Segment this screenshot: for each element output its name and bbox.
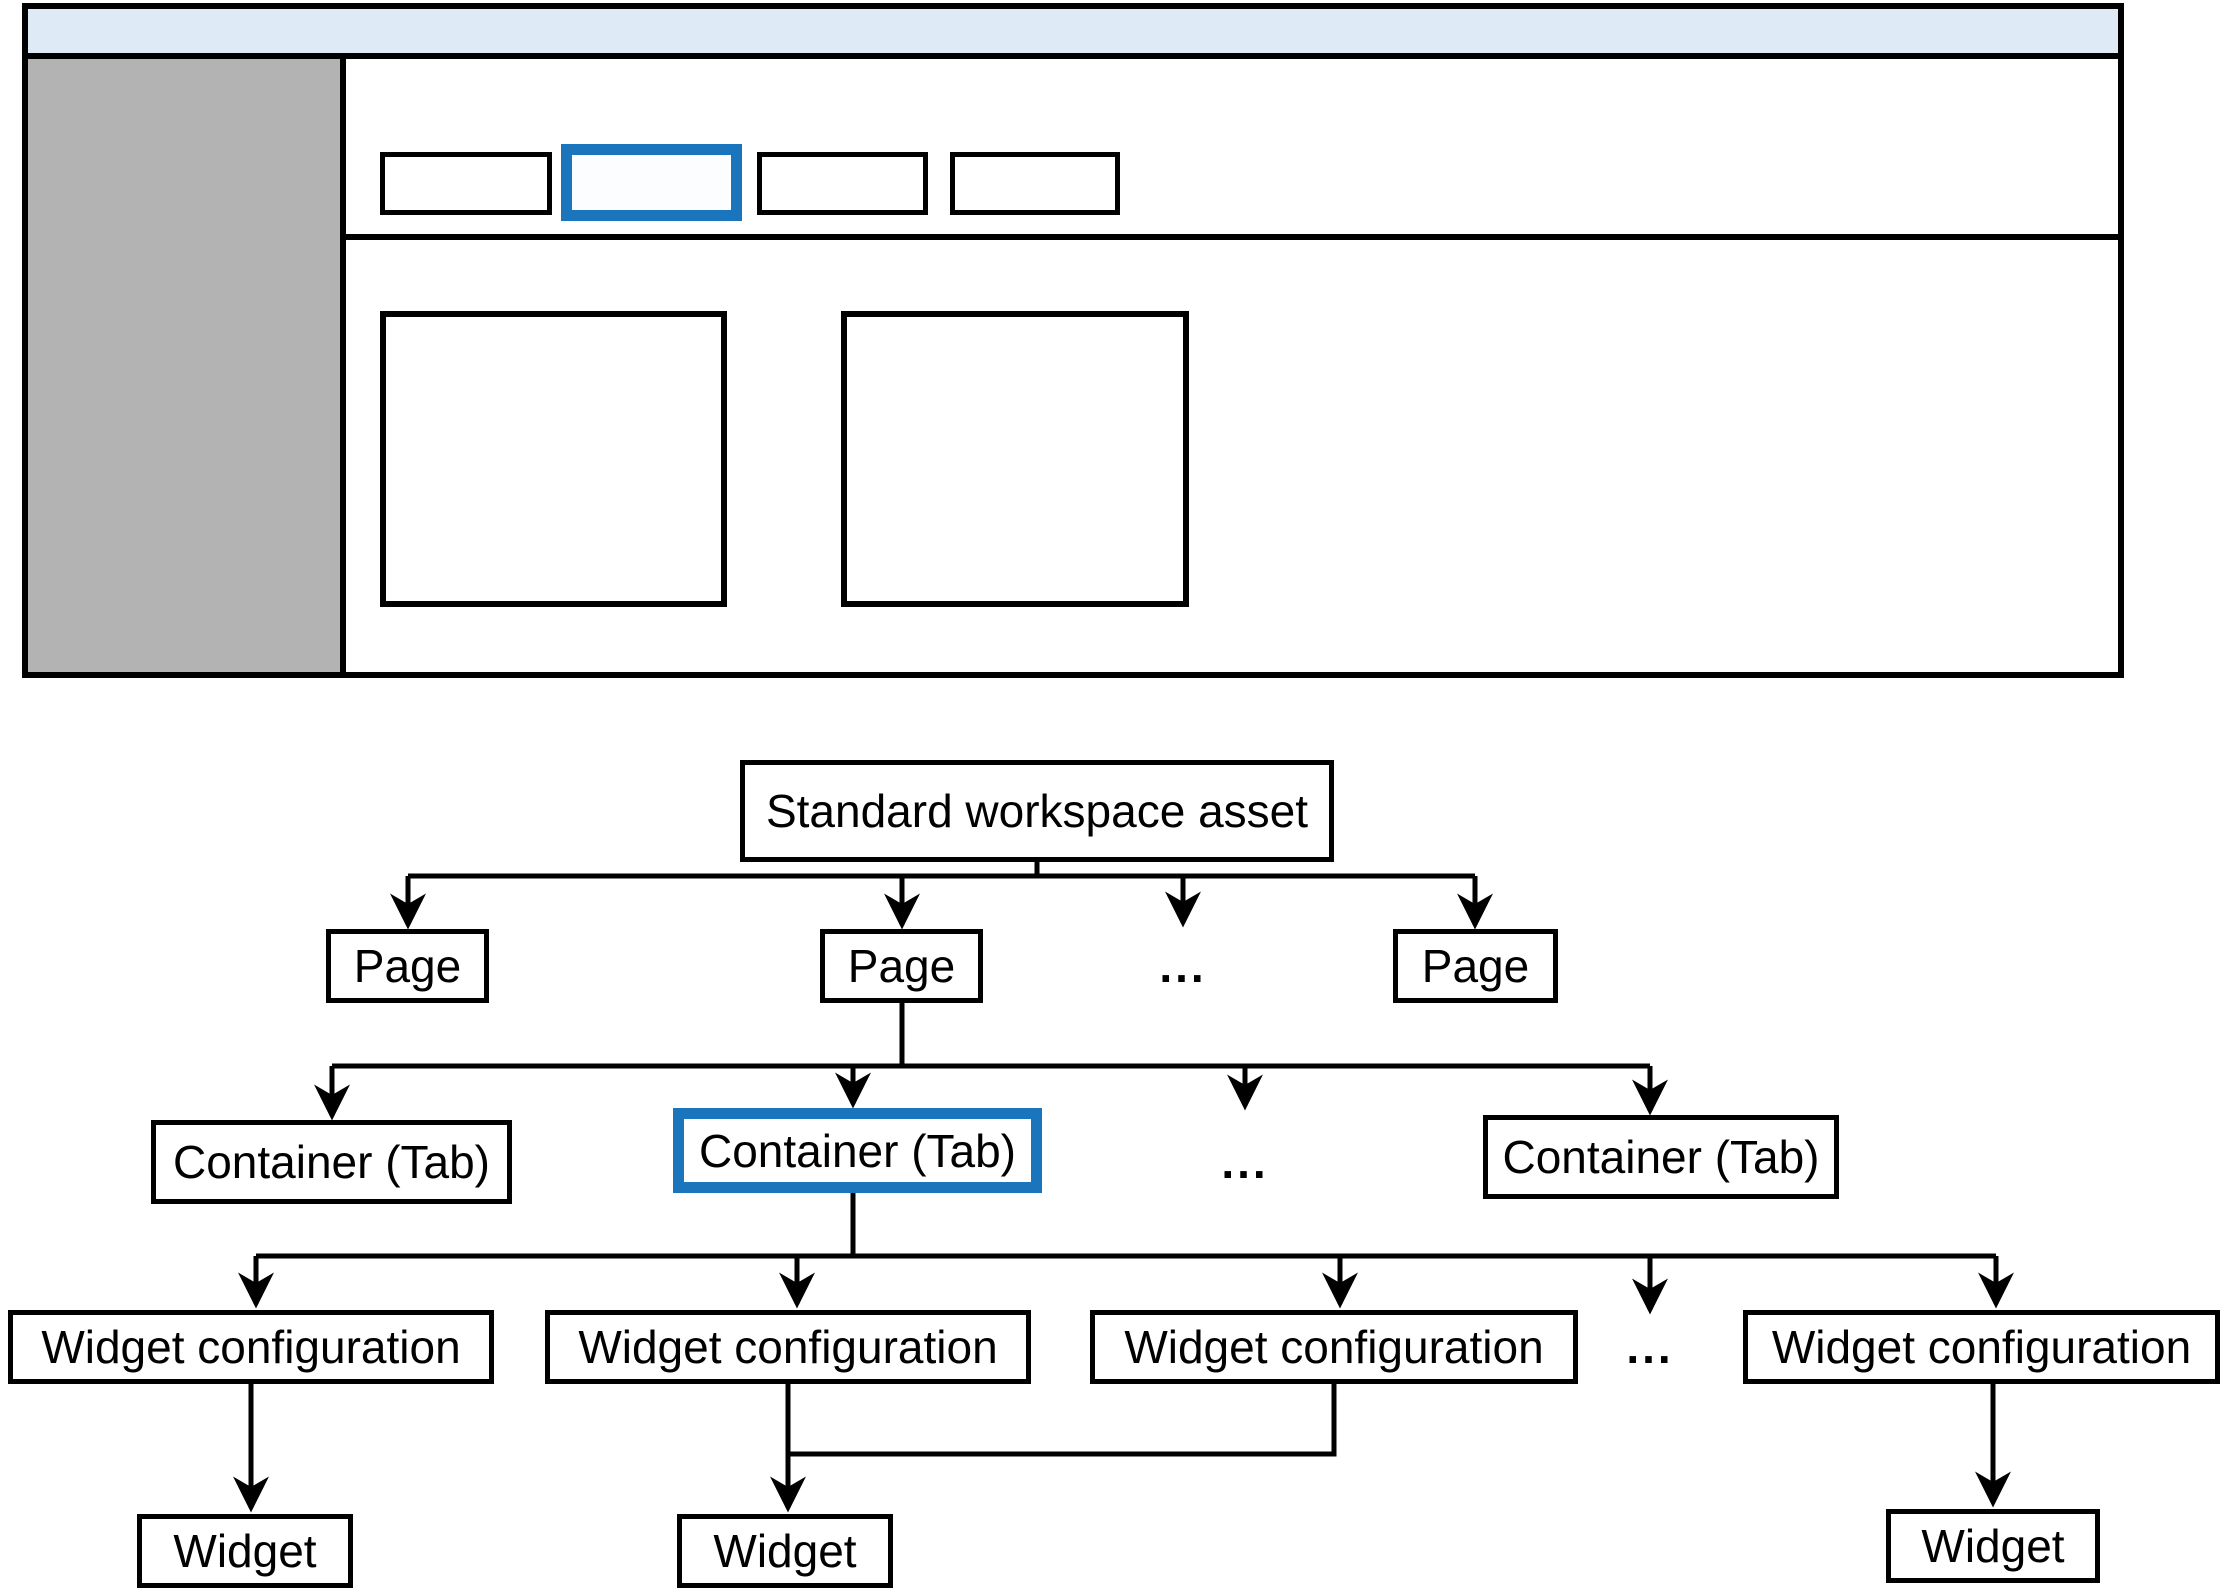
node-page-2: Page	[820, 929, 983, 1003]
node-widget-configuration-3: Widget configuration	[1090, 1310, 1578, 1384]
node-container-tab-3: Container (Tab)	[1483, 1115, 1839, 1199]
node-page-1: Page	[326, 929, 489, 1003]
ellipsis-widget-configurations: ...	[1626, 1321, 1674, 1373]
node-page-3: Page	[1393, 929, 1558, 1003]
node-container-tab-2-highlighted: Container (Tab)	[673, 1108, 1042, 1193]
wireframe-sidebar	[28, 59, 346, 672]
node-label: Widget configuration	[578, 1321, 998, 1373]
node-label: Widget configuration	[1124, 1321, 1544, 1373]
wireframe-widget-placeholder-2	[841, 311, 1189, 607]
wireframe-tab-2-active	[561, 144, 742, 221]
node-label: Widget configuration	[1771, 1321, 2192, 1373]
node-widget-configuration-4: Widget configuration	[1743, 1310, 2220, 1384]
node-label: Widget	[1921, 1520, 2065, 1572]
node-container-tab-1: Container (Tab)	[151, 1120, 512, 1204]
node-widget-configuration-1: Widget configuration	[8, 1310, 494, 1384]
node-label: Standard workspace asset	[765, 785, 1309, 837]
node-label: Page	[353, 940, 462, 992]
node-widget-configuration-2: Widget configuration	[545, 1310, 1031, 1384]
workspace-wireframe	[22, 3, 2124, 678]
wireframe-tab-row	[346, 59, 2118, 240]
wireframe-main-area	[346, 59, 2118, 672]
node-widget-3: Widget	[1886, 1509, 2100, 1583]
node-label: Page	[847, 940, 956, 992]
joint-widget-configs-2-3	[785, 1384, 1337, 1457]
ellipsis-pages: ...	[1159, 940, 1207, 992]
wireframe-tab-4	[950, 152, 1120, 215]
node-standard-workspace-asset: Standard workspace asset	[740, 760, 1334, 862]
wireframe-header-bar	[28, 9, 2118, 59]
node-label: Container (Tab)	[698, 1124, 1017, 1177]
wireframe-widget-placeholder-1	[380, 311, 727, 607]
wireframe-tab-3	[757, 152, 928, 215]
node-label: Widget configuration	[41, 1321, 461, 1373]
node-label: Container (Tab)	[1502, 1131, 1820, 1183]
node-label: Widget	[713, 1525, 857, 1577]
ellipsis-containers: ...	[1221, 1136, 1269, 1188]
node-label: Container (Tab)	[172, 1136, 491, 1188]
wireframe-tab-1	[380, 152, 552, 215]
node-widget-2: Widget	[677, 1514, 893, 1588]
node-widget-1: Widget	[137, 1514, 353, 1588]
node-label: Page	[1421, 940, 1530, 992]
node-label: Widget	[173, 1525, 317, 1577]
wireframe-body	[28, 59, 2118, 672]
